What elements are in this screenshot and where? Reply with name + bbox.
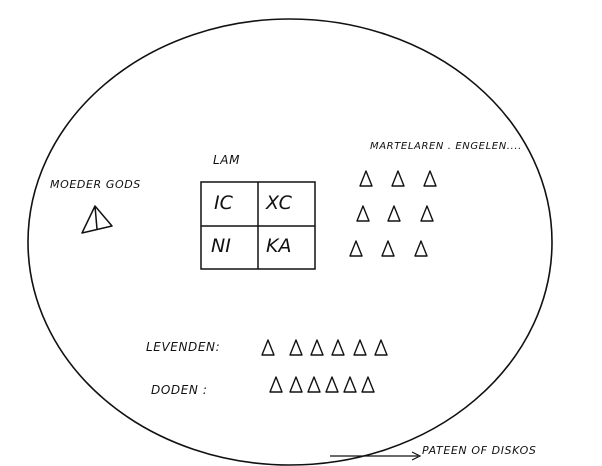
dead-label: DODEN :	[151, 383, 208, 397]
martyr-angel-particle	[349, 240, 363, 257]
martyr-angel-particle	[423, 170, 437, 187]
mother-of-god-particle	[81, 205, 113, 234]
martyr-angel-particle	[381, 240, 395, 257]
lamb-label: LAM	[213, 153, 241, 167]
dead-particle	[361, 376, 375, 393]
dead-particle	[269, 376, 283, 393]
mother-of-god-label: MOEDER GODS	[50, 178, 141, 191]
lamb-cell-ic: IC	[214, 192, 233, 214]
paten-arrow	[330, 451, 422, 461]
martyr-angel-particle	[414, 240, 428, 257]
martyr-angel-particle	[391, 170, 405, 187]
dead-particle	[325, 376, 339, 393]
living-particle	[289, 339, 303, 356]
lamb-square	[200, 181, 316, 270]
paten-circle	[27, 18, 553, 466]
dead-particle	[289, 376, 303, 393]
dead-particle	[343, 376, 357, 393]
martyr-angel-particle	[356, 205, 370, 222]
dead-particle	[307, 376, 321, 393]
lamb-cell-ni: NI	[211, 235, 231, 257]
martyrs-angels-label: MARTELAREN . ENGELEN....	[370, 141, 522, 152]
paten-label: PATEEN OF DISKOS	[422, 444, 537, 457]
living-particle	[261, 339, 275, 356]
living-label: LEVENDEN:	[146, 340, 221, 354]
lamb-cell-xc: XC	[266, 192, 292, 214]
martyr-angel-particle	[420, 205, 434, 222]
living-particle	[374, 339, 388, 356]
living-particle	[331, 339, 345, 356]
martyr-angel-particle	[359, 170, 373, 187]
living-particle	[353, 339, 367, 356]
living-particle	[310, 339, 324, 356]
martyr-angel-particle	[387, 205, 401, 222]
lamb-cell-ka: KA	[266, 235, 292, 257]
